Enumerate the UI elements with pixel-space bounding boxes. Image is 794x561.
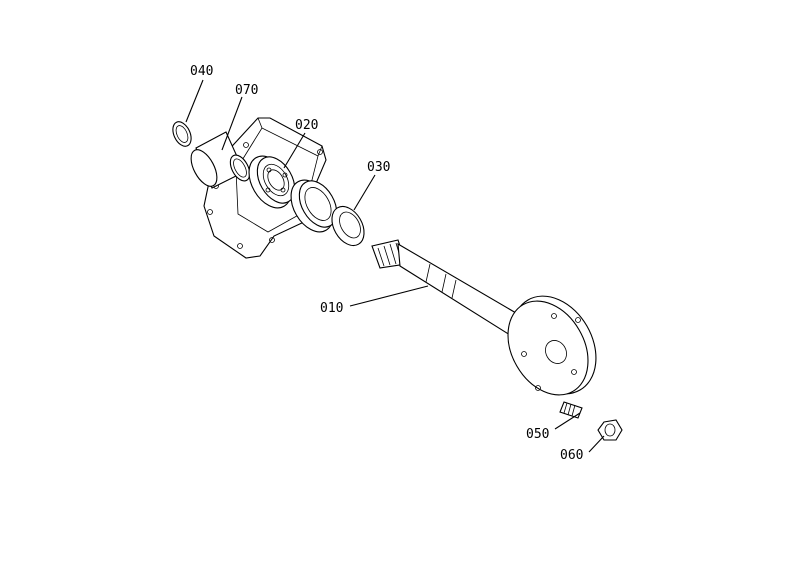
label-040: 040	[190, 64, 213, 79]
leader-050	[554, 412, 581, 430]
label-070: 070	[235, 83, 258, 98]
label-060: 060	[560, 448, 583, 463]
ball-bearing-020	[248, 155, 296, 209]
oil-seal-030	[331, 205, 365, 247]
nut-060	[597, 419, 623, 441]
leader-040	[185, 79, 204, 123]
o-ring-070	[229, 154, 251, 182]
leader-060	[588, 435, 605, 453]
leader-070	[221, 96, 243, 151]
part-labels: 040 070 020 030 010 050 060	[190, 64, 583, 463]
axle-shaft-010	[371, 239, 597, 396]
leader-030	[353, 174, 376, 211]
label-030: 030	[367, 160, 390, 175]
leader-lines	[185, 79, 605, 453]
label-050: 050	[526, 427, 549, 442]
stud-bolt-050	[559, 401, 583, 419]
label-010: 010	[320, 301, 343, 316]
hub-stub	[190, 131, 245, 189]
snap-ring-040	[172, 121, 192, 147]
leader-010	[349, 285, 429, 307]
collar	[290, 179, 338, 233]
label-020: 020	[295, 118, 318, 133]
leader-020	[283, 132, 306, 169]
